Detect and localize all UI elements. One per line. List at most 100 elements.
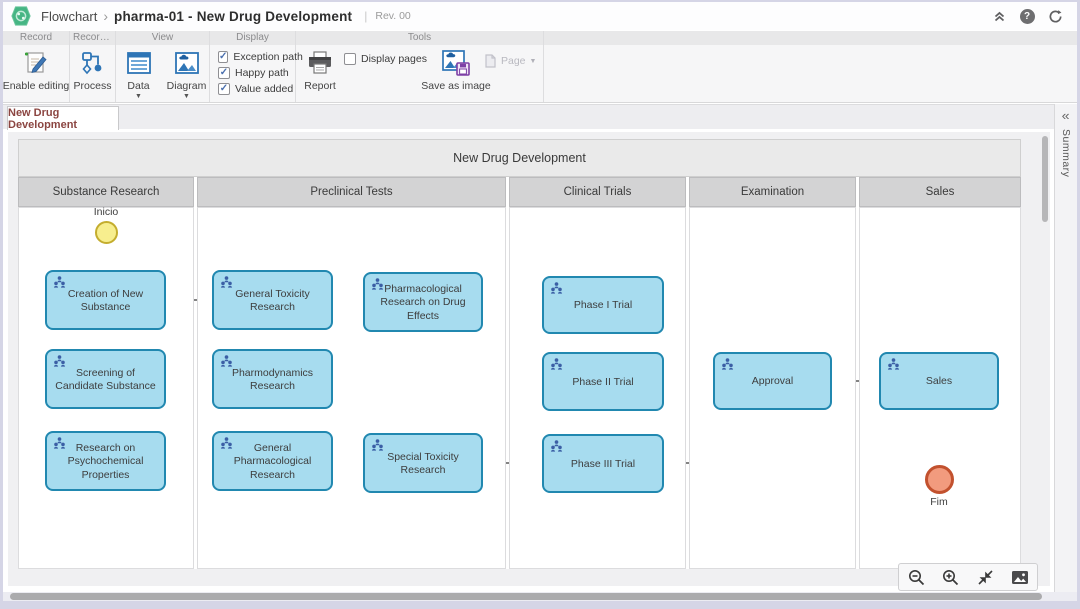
ribbon-group-display: Display Exception pathHappy pathValue ad…: [210, 31, 303, 102]
node-label: Phase III Trial: [570, 457, 636, 470]
end-event-label: Fim: [930, 496, 948, 508]
horizontal-scrollbar-track[interactable]: [3, 592, 1077, 601]
group-label-tools: Tools: [407, 32, 432, 43]
node-label: Phase I Trial: [573, 299, 633, 312]
revision-label: Rev. 00: [375, 10, 411, 22]
diagram-icon: [174, 48, 200, 78]
title-bar: Flowchart › pharma-01 - New Drug Develop…: [3, 2, 1077, 30]
lane-header: Examination: [689, 177, 856, 207]
display-option-checkbox[interactable]: Happy path: [218, 67, 295, 79]
process-icon: [80, 48, 106, 78]
flow-node[interactable]: Approval: [713, 352, 832, 410]
breadcrumb-app[interactable]: Flowchart: [41, 8, 98, 24]
refresh-icon[interactable]: [1047, 8, 1063, 24]
node-label: Special Toxicity Research: [387, 450, 459, 476]
start-event[interactable]: [94, 220, 118, 244]
lane-header: Preclinical Tests: [197, 177, 506, 207]
page-dropdown-button: Page ▼: [484, 54, 536, 68]
save-as-image-icon: [441, 48, 471, 78]
start-event-label: Inicio: [93, 206, 119, 218]
flow-node[interactable]: Creation of New Substance: [45, 270, 166, 330]
tab-bar: New Drug Development: [3, 104, 1054, 131]
node-label: Research on Psychochemical Properties: [67, 442, 144, 481]
display-options: Exception pathHappy pathValue added: [210, 45, 303, 95]
flow-node[interactable]: Phase III Trial: [542, 434, 664, 493]
process-button[interactable]: Process: [71, 45, 115, 92]
report-printer-icon: [306, 48, 334, 78]
summary-label: Summary: [1060, 129, 1072, 178]
node-label: Screening of Candidate Substance: [55, 366, 156, 392]
node-label: General Pharmacological Research: [233, 442, 312, 481]
checkbox-box[interactable]: [218, 67, 230, 79]
node-label: Pharmacological Research on Drug Effects: [380, 283, 466, 322]
fit-view-icon[interactable]: [972, 566, 998, 588]
ribbon: Record Enable editing: [3, 31, 1077, 103]
diagram-dropdown-button[interactable]: Diagram ▼: [165, 45, 209, 100]
flow-node[interactable]: Special Toxicity Research: [363, 433, 483, 493]
flow-node[interactable]: Sales: [879, 352, 999, 410]
checkbox-label: Happy path: [235, 67, 289, 79]
summary-panel-tab[interactable]: « Summary: [1054, 104, 1077, 592]
flow-node[interactable]: Phase I Trial: [542, 276, 664, 334]
chevrons-left-icon: «: [1062, 108, 1070, 123]
app-logo-icon: [11, 6, 31, 26]
end-event[interactable]: [924, 464, 954, 494]
app-window: Flowchart › pharma-01 - New Drug Develop…: [3, 2, 1077, 601]
checkbox-label: Exception path: [233, 51, 303, 63]
page-title: pharma-01 - New Drug Development: [114, 8, 353, 24]
flow-node[interactable]: Research on Psychochemical Properties: [45, 431, 166, 491]
ribbon-group-record: Record Enable editing: [3, 31, 70, 102]
group-label-record-detail: Record d...: [73, 32, 115, 43]
flow-node[interactable]: General Pharmacological Research: [212, 431, 333, 491]
breadcrumb-separator: ›: [103, 8, 109, 24]
group-label-view: View: [151, 32, 174, 43]
horizontal-scrollbar-thumb[interactable]: [10, 593, 1042, 600]
vertical-scrollbar-thumb[interactable]: [1042, 136, 1048, 222]
chevron-down-icon: ▼: [529, 57, 537, 65]
page-file-icon: [485, 54, 496, 68]
checkbox-box[interactable]: [218, 83, 230, 95]
ribbon-group-view: View Data ▼: [116, 31, 210, 102]
save-as-image-button[interactable]: Save as image: [414, 45, 498, 92]
diagram-title: New Drug Development: [18, 139, 1021, 177]
node-label: Phase II Trial: [572, 375, 634, 388]
node-label: Creation of New Substance: [67, 287, 144, 313]
image-icon[interactable]: [1007, 566, 1033, 588]
report-button[interactable]: Report: [298, 45, 342, 92]
chevron-down-icon: ▼: [183, 93, 190, 100]
flow-node[interactable]: General Toxicity Research: [212, 270, 333, 330]
title-divider: |: [364, 9, 368, 23]
display-option-checkbox[interactable]: Exception path: [218, 51, 303, 63]
group-label-record: Record: [19, 32, 53, 43]
checkbox-box[interactable]: [344, 53, 356, 65]
checkbox-label: Value added: [235, 83, 294, 95]
group-label-display: Display: [236, 32, 269, 43]
lane-header: Substance Research: [18, 177, 194, 207]
chevron-down-icon: ▼: [135, 93, 142, 100]
flow-node[interactable]: Pharmodynamics Research: [212, 349, 333, 409]
node-label: Approval: [751, 375, 794, 388]
tab-new-drug-development[interactable]: New Drug Development: [7, 106, 119, 131]
zoom-toolbar: [898, 563, 1038, 591]
flow-node[interactable]: Screening of Candidate Substance: [45, 349, 166, 409]
ribbon-filler: [544, 31, 1077, 102]
lane-header: Sales: [859, 177, 1021, 207]
data-dropdown-button[interactable]: Data ▼: [117, 45, 161, 100]
node-label: Pharmodynamics Research: [231, 366, 314, 392]
node-label: General Toxicity Research: [235, 287, 310, 313]
collapse-ribbon-icon[interactable]: [991, 8, 1007, 24]
help-icon[interactable]: ?: [1019, 8, 1035, 24]
zoom-out-icon[interactable]: [903, 566, 929, 588]
flow-node[interactable]: Pharmacological Research on Drug Effects: [363, 272, 483, 332]
node-label: Sales: [925, 375, 953, 388]
checkbox-box[interactable]: [218, 51, 229, 63]
data-icon: [126, 48, 152, 78]
display-option-checkbox[interactable]: Value added: [218, 83, 295, 95]
titlebar-actions: ?: [991, 8, 1077, 24]
ribbon-group-tools: Tools Report: [296, 31, 544, 102]
enable-editing-button[interactable]: Enable editing: [3, 45, 69, 92]
flow-node[interactable]: Phase II Trial: [542, 352, 664, 411]
zoom-in-icon[interactable]: [938, 566, 964, 588]
display-pages-checkbox[interactable]: Display pages: [344, 53, 427, 65]
